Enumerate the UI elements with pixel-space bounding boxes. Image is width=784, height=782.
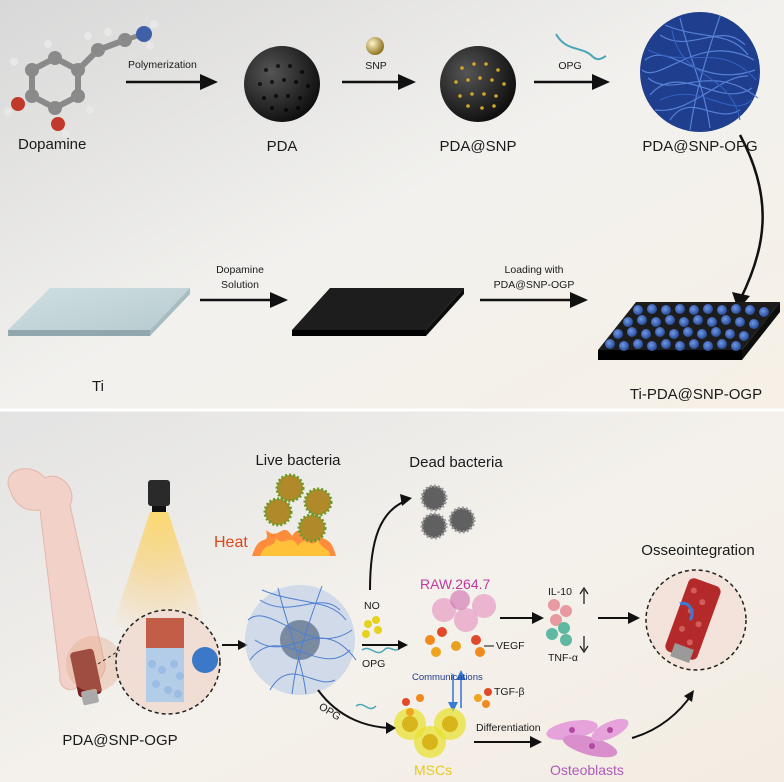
- pda-coated-plate: [292, 288, 464, 336]
- loading-arrow: [480, 292, 588, 308]
- opg-label: OPG: [558, 60, 582, 72]
- dopamine-label: Dopamine: [18, 136, 87, 153]
- opg-strand-mid-icon: [361, 647, 401, 654]
- dead-bacteria-icon: [420, 484, 476, 540]
- pda-snp-ogp-label: PDA@SNP-OGP: [62, 732, 178, 749]
- ti-pda-snp-ogp-plate: [598, 302, 780, 360]
- opg-arrow: [534, 74, 610, 90]
- live-bacteria-icon: [263, 473, 333, 543]
- opg-strand-low-icon: [355, 703, 377, 710]
- tnf-down-arrowhead: [579, 645, 589, 654]
- to-nanoparticle-arrow: [222, 640, 248, 650]
- vegf-particles-icon: [425, 627, 485, 657]
- dopamine-solution-line1: Dopamine: [216, 264, 264, 276]
- dead-bacteria-label: Dead bacteria: [409, 454, 503, 471]
- raw-label: RAW.264.7: [420, 576, 491, 592]
- pda-snp-sphere: [440, 46, 516, 122]
- dopamine-molecule: [4, 20, 158, 138]
- loading-line1: Loading with: [504, 264, 564, 276]
- opg-mid-label: OPG: [362, 658, 386, 670]
- mscs-cells-icon: [394, 708, 466, 758]
- vegf-label: VEGF: [496, 640, 525, 652]
- to-raw-cells-arrow: [362, 640, 408, 650]
- pda-snp-label: PDA@SNP: [439, 138, 517, 155]
- tnf-label: TNF-α: [548, 652, 578, 664]
- msc-signal-particles: [402, 694, 424, 716]
- pda-label: PDA: [266, 138, 298, 155]
- ti-pda-snp-ogp-label: Ti-PDA@SNP-OGP: [629, 386, 763, 403]
- snp-label: SNP: [365, 60, 387, 72]
- osteoblast-to-osseo-arrow: [631, 690, 694, 739]
- dopamine-solution-arrow: [200, 292, 288, 308]
- osteoblasts-label: Osteoblasts: [550, 762, 624, 778]
- no-label: NO: [364, 600, 380, 612]
- differentiation-label: Differentiation: [476, 722, 541, 734]
- pda-snp-opg-fiber-ball: [640, 12, 760, 132]
- polymerization-arrow: [126, 74, 218, 90]
- mscs-label: MSCs: [414, 762, 453, 778]
- osseointegration-view: [645, 569, 747, 671]
- pda-snp-opg-label: PDA@SNP-OPG: [642, 138, 758, 155]
- osteoblasts-cells-icon: [546, 718, 629, 758]
- to-dead-bacteria-arrow: [369, 494, 412, 591]
- ti-plate: [8, 288, 190, 336]
- to-cytokines-arrow: [500, 612, 544, 624]
- snp-arrow: [342, 74, 416, 90]
- tgf-label: TGF-β: [494, 686, 525, 698]
- cytokines-icon: [546, 599, 572, 646]
- communications-label: Communications: [412, 672, 483, 683]
- pda-sphere: [244, 46, 320, 122]
- polymerization-label: Polymerization: [128, 59, 197, 71]
- to-osseointegration-arrow: [598, 612, 640, 624]
- snp-particle-icon: [366, 37, 384, 55]
- no-release-icon: [362, 616, 382, 638]
- tgf-particles-icon: [474, 688, 492, 708]
- bone-implant: [7, 468, 122, 706]
- nanoparticle-fiber-ball: [245, 585, 357, 695]
- loading-line2: PDA@SNP-OGP: [493, 279, 575, 291]
- il10-up-arrowhead: [579, 586, 589, 595]
- live-bacteria-label: Live bacteria: [255, 452, 341, 469]
- communications-arrows: [448, 670, 466, 712]
- ti-label: Ti: [92, 378, 104, 395]
- differentiation-arrow: [474, 736, 542, 748]
- osseointegration-label: Osseointegration: [641, 542, 755, 559]
- magnified-implant-view: [97, 609, 221, 715]
- heat-label: Heat: [214, 534, 248, 551]
- raw-cells-icon: [432, 590, 496, 632]
- opg-strand-icon: [555, 33, 607, 61]
- to-mscs-arrow: [317, 689, 396, 734]
- dopamine-solution-line2: Solution: [221, 279, 259, 291]
- nir-lamp-icon: [108, 480, 210, 640]
- il10-label: IL-10: [548, 586, 572, 598]
